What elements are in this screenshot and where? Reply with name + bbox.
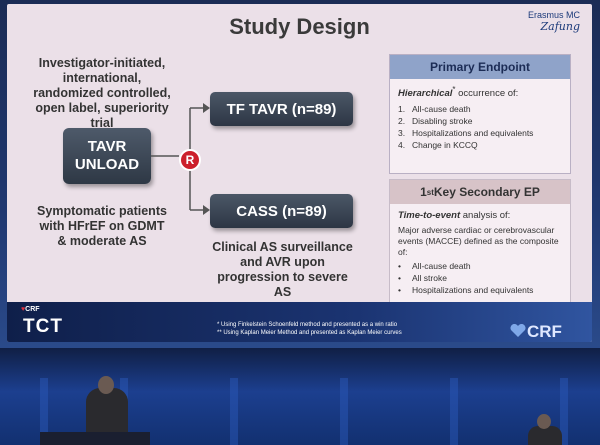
curtain-stripe xyxy=(230,378,238,445)
primary-endpoint-header: Primary Endpoint xyxy=(390,55,570,79)
cass-arm-box: CASS (n=89) xyxy=(210,194,353,228)
presenter-head xyxy=(98,376,114,394)
primary-endpoint-list: 1.All-cause death 2.Disabling stroke 3.H… xyxy=(390,103,570,151)
moderator-head xyxy=(537,414,551,429)
cass-description: Clinical AS surveillance and AVR upon pr… xyxy=(195,240,370,300)
list-item: 3.Hospitalizations and equivalents xyxy=(398,128,534,139)
hierarchical-label: Hierarchical xyxy=(398,88,453,100)
design-line: randomized controlled, xyxy=(33,86,171,100)
design-line: Investigator-initiated, xyxy=(38,56,166,70)
population-line: with HFrEF on GDMT xyxy=(39,219,165,233)
tavr-arm-box: TF TAVR (n=89) xyxy=(210,92,353,126)
secondary-endpoint-list: •All-cause death •All stroke •Hospitaliz… xyxy=(390,260,570,296)
podium xyxy=(40,432,150,445)
footnote-mark: * xyxy=(452,85,456,94)
tct-logo: TCT xyxy=(23,316,63,337)
list-item: 2.Disabling stroke xyxy=(398,116,473,127)
primary-endpoint-intro: Hierarchical* occurrence of: xyxy=(398,85,562,99)
curtain-stripe xyxy=(450,378,458,445)
erasmus-mc-logo: Erasmus MC Zafung xyxy=(510,10,580,33)
cass-line: and AVR upon xyxy=(240,255,325,269)
cass-line: progression to severe xyxy=(217,270,348,284)
logo-institution: Erasmus MC xyxy=(527,10,580,20)
slide-title: Study Design xyxy=(229,14,370,39)
presentation-slide: Study Design Erasmus MC Zafung Investiga… xyxy=(7,4,592,342)
slide-footer xyxy=(7,302,592,342)
crf-small-logo: ♥CRF xyxy=(21,306,40,313)
cass-line: Clinical AS surveillance xyxy=(212,240,353,254)
cass-line: AS xyxy=(273,285,292,299)
curtain-stripe xyxy=(40,378,48,445)
footnote-1: * Using Finkelstein Schoenfeld method an… xyxy=(217,322,398,328)
secondary-endpoint-intro: Time-to-event analysis of: xyxy=(398,210,511,221)
list-item: •Hospitalizations and equivalents xyxy=(398,285,534,295)
population-description: Symptomatic patients with HFrEF on GDMT … xyxy=(17,204,187,249)
list-item: 4.Change in KCCQ xyxy=(398,140,478,151)
list-item: •All stroke xyxy=(398,273,447,283)
curtain-stripe xyxy=(340,378,348,445)
logo-signature: Zafung xyxy=(540,20,580,33)
trial-name-line: UNLOAD xyxy=(74,156,140,173)
footnote-2: ** Using Kaplan Meier Method and present… xyxy=(217,330,402,336)
population-line: Symptomatic patients xyxy=(37,204,167,218)
study-design-description: Investigator-initiated, international, r… xyxy=(17,56,187,131)
macce-description: Major adverse cardiac or cerebrovascular… xyxy=(398,225,559,257)
trial-name-line: TAVR xyxy=(87,138,127,155)
design-line: trial xyxy=(90,116,114,130)
moderator-figure xyxy=(528,426,562,445)
randomization-badge: R xyxy=(179,149,201,171)
list-item: 1.All-cause death xyxy=(398,104,471,115)
curtain-stripe xyxy=(560,378,568,445)
design-line: open label, superiority xyxy=(35,101,169,115)
design-line: international, xyxy=(62,71,142,85)
population-line: & moderate AS xyxy=(57,234,147,248)
list-item: •All-cause death xyxy=(398,261,471,271)
intro-rest: occurrence of: xyxy=(455,88,519,100)
trial-name-box: TAVR UNLOAD xyxy=(63,128,151,184)
crf-heart-icon xyxy=(510,324,526,337)
crf-logo: CRF xyxy=(527,322,562,341)
primary-endpoint-panel: Primary Endpoint Hierarchical* occurrenc… xyxy=(389,54,571,174)
time-to-event-label: Time-to-event xyxy=(398,210,461,221)
